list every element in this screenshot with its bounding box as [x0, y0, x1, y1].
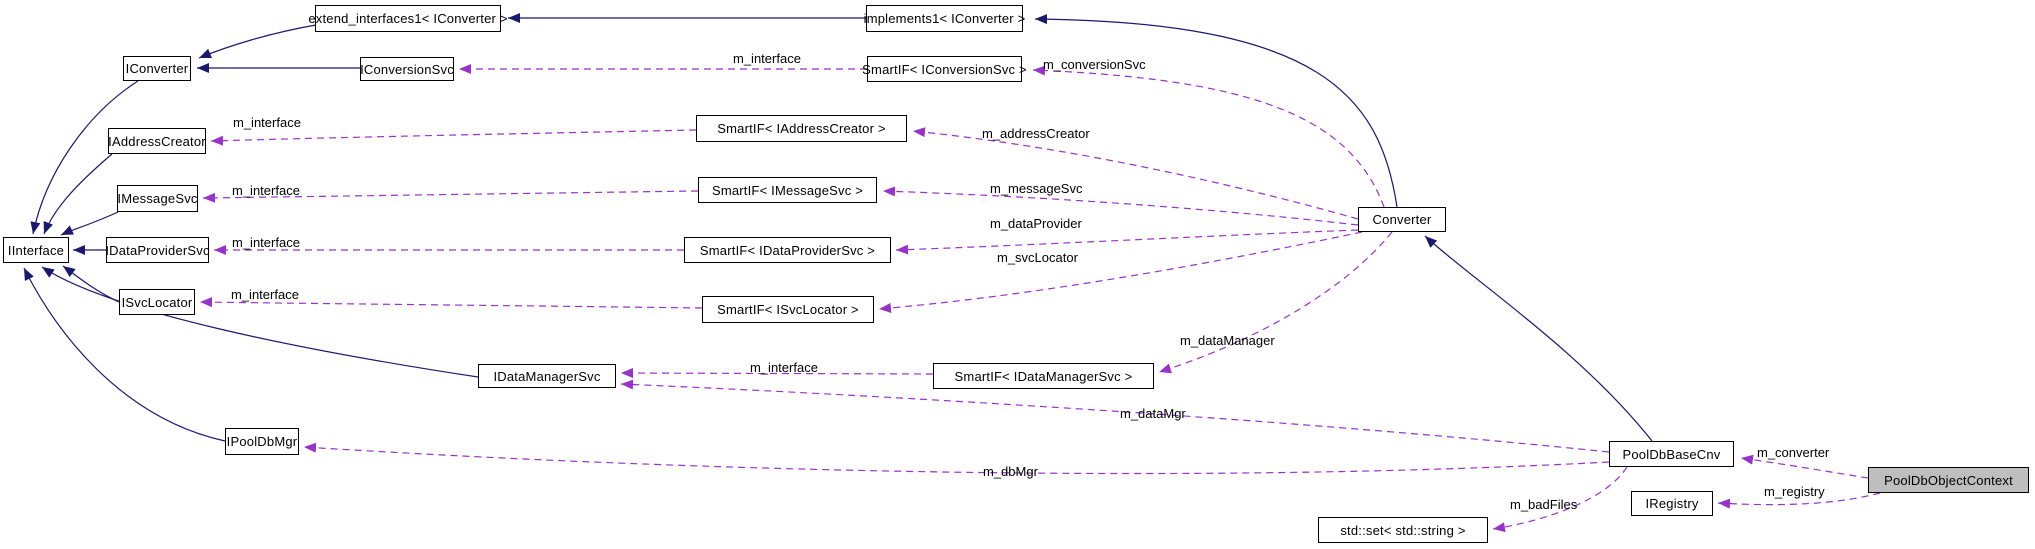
- node-idatamanagersvc[interactable]: IDataManagerSvc: [478, 364, 616, 388]
- node-smartif_iaddresscreator[interactable]: SmartIF< IAddressCreator >: [696, 115, 907, 142]
- edge-label-m_conversionsvc: m_conversionSvc: [1043, 57, 1146, 72]
- edge-isvclocator-to-iinterface: [62, 265, 120, 303]
- edge-smartif-iaddresscreator-to-iaddresscreator: [210, 129, 697, 146]
- node-iconversionsvc[interactable]: IConversionSvc: [360, 57, 454, 81]
- edge-smartif-isvclocator-to-isvclocator: [199, 297, 703, 309]
- edge-pooldbobjectcontext-to-pooldbbasecnv: [1740, 454, 1869, 479]
- edge-iconverter-to-iinterface: [30, 80, 139, 235]
- edge-label-m_converter: m_converter: [1757, 445, 1830, 460]
- edge-label-m_messagesvc: m_messageSvc: [990, 181, 1083, 196]
- edge-label-m_datamgr: m_dataMgr: [1120, 406, 1186, 421]
- edge-ipooldbmgr-to-iinterface: [23, 267, 226, 442]
- edge-converter-to-smartif-iaddresscreator: [912, 127, 1359, 220]
- edge-converter-to-smartif-iconversionsvc: [1032, 65, 1385, 208]
- node-imessagesvc[interactable]: IMessageSvc: [117, 185, 198, 212]
- edge-idatamanagersvc-to-iinterface: [41, 266, 479, 378]
- edge-pooldbbasecnv-to-idatamanagersvc: [620, 379, 1610, 453]
- node-smartif_idataprovidersvc[interactable]: SmartIF< IDataProviderSvc >: [684, 237, 891, 263]
- node-smartif_iconversionsvc[interactable]: SmartIF< IConversionSvc >: [862, 56, 1027, 82]
- node-converter[interactable]: Converter: [1358, 207, 1446, 232]
- node-smartif_imessagesvc[interactable]: SmartIF< IMessageSvc >: [698, 177, 877, 203]
- edge-label-m_interface_addresscreator: m_interface: [233, 115, 301, 130]
- edge-label-m_interface_messagesvc: m_interface: [232, 183, 300, 198]
- edge-converter-to-smartif-idatamanagersvc: [1158, 231, 1393, 374]
- edge-label-m_registry: m_registry: [1764, 484, 1825, 499]
- edge-converter-to-implements1: [1034, 14, 1398, 208]
- node-iaddresscreator[interactable]: IAddressCreator: [108, 128, 206, 154]
- edge-pooldbobjectcontext-to-iregistry: [1717, 492, 1881, 509]
- node-idataprovidersvc[interactable]: IDataProviderSvc: [105, 237, 209, 263]
- node-pooldbobjectcontext: PoolDbObjectContext: [1868, 467, 2029, 493]
- node-stdset[interactable]: std::set< std::string >: [1318, 517, 1488, 543]
- edge-imessagesvc-to-iinterface: [60, 211, 119, 236]
- node-iconverter[interactable]: IConverter: [123, 56, 191, 81]
- edge-label-m_datamanager: m_dataManager: [1180, 333, 1275, 348]
- edge-label-m_dataprovider: m_dataProvider: [990, 216, 1082, 231]
- edge-label-m_interface_datamanagersvc: m_interface: [750, 360, 818, 375]
- node-iinterface[interactable]: IInterface: [3, 237, 69, 263]
- edge-converter-to-smartif-isvclocator: [878, 231, 1363, 313]
- edge-label-m_addresscreator: m_addressCreator: [982, 126, 1090, 141]
- edge-label-m_interface_conversionsvc: m_interface: [733, 51, 801, 66]
- node-ipooldbmgr[interactable]: IPoolDbMgr: [225, 428, 299, 455]
- edge-label-m_svclocator: m_svcLocator: [997, 250, 1078, 265]
- edge-label-m_badfiles: m_badFiles: [1510, 497, 1578, 512]
- edge-pooldbbasecnv-to-ipooldbmgr: [303, 442, 1610, 475]
- edge-label-m_dbmgr: m_dbMgr: [983, 464, 1038, 479]
- node-smartif_idatamanagersvc[interactable]: SmartIF< IDataManagerSvc >: [933, 363, 1154, 389]
- edge-label-m_interface_svclocator: m_interface: [231, 287, 299, 302]
- edge-smartif-imessagesvc-to-imessagesvc: [202, 190, 699, 203]
- edge-pooldbbasecnv-to-converter: [1424, 235, 1653, 442]
- node-iregistry[interactable]: IRegistry: [1631, 491, 1713, 516]
- edge-label-m_interface_dataprovider: m_interface: [232, 235, 300, 250]
- edge-smartif-idatamanagersvc-to-idatamanagersvc: [620, 368, 934, 379]
- edge-pooldbbasecnv-to-stdset: [1492, 466, 1628, 533]
- node-pooldbbasecnv[interactable]: PoolDbBaseCnv: [1609, 441, 1734, 467]
- node-isvclocator[interactable]: ISvcLocator: [119, 289, 195, 315]
- edge-converter-to-smartif-imessagesvc: [882, 186, 1359, 226]
- node-implements1[interactable]: implements1< IConverter >: [864, 5, 1025, 32]
- node-extend_interfaces1[interactable]: extend_interfaces1< IConverter >: [308, 5, 507, 32]
- node-smartif_isvclocator[interactable]: SmartIF< ISvcLocator >: [702, 296, 874, 323]
- edge-iaddresscreator-to-iinterface: [43, 153, 113, 235]
- edge-extend-interfaces1-to-iconverter: [198, 24, 317, 59]
- edge-converter-to-smartif-idataprovidersvc: [895, 229, 1359, 255]
